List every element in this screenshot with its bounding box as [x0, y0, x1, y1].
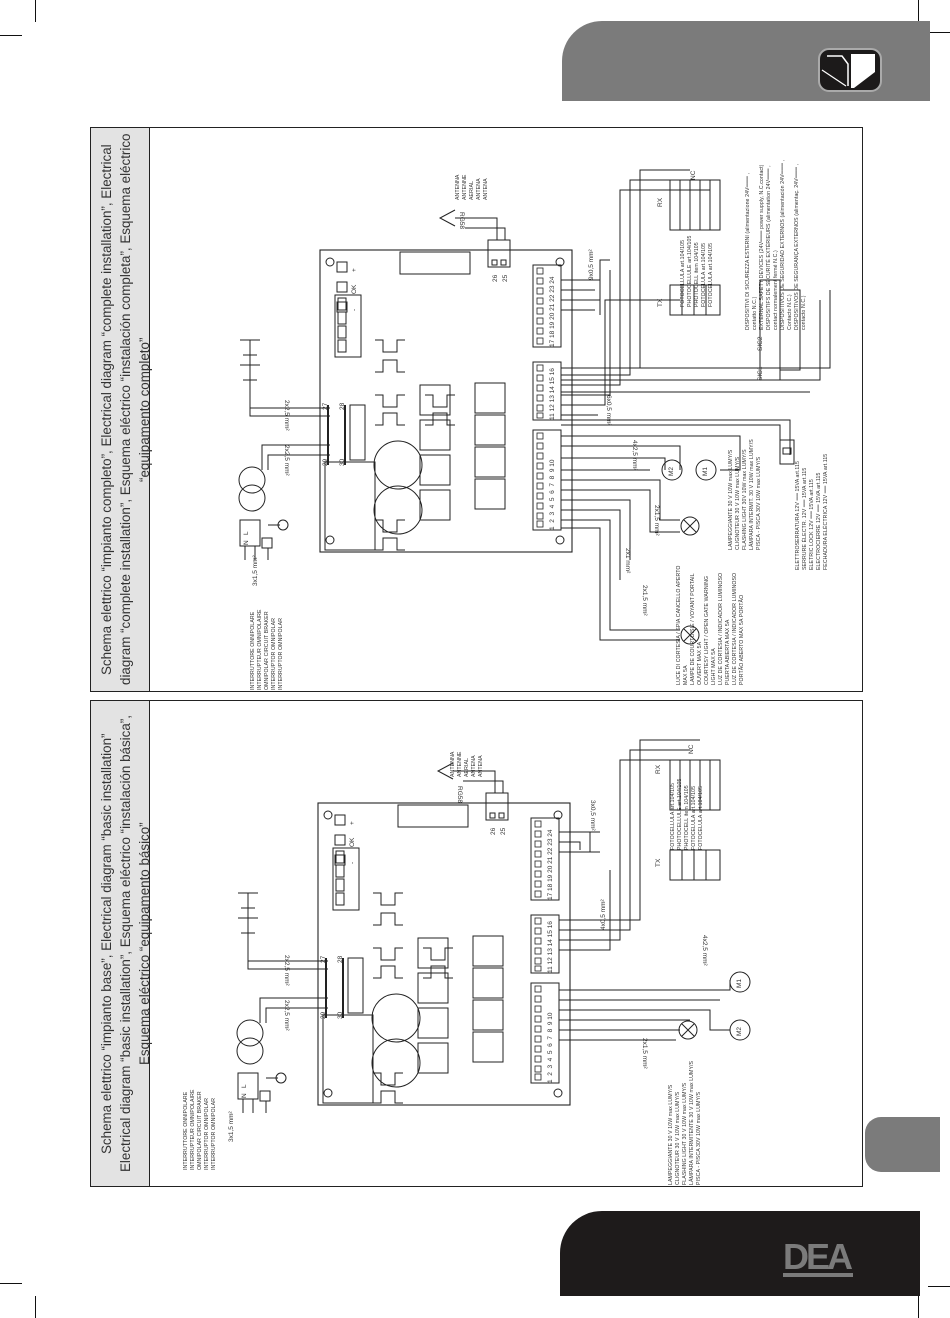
- complete-battery-cable-label: 2x2,5 mm²: [283, 400, 290, 431]
- courtesy-light-labels: LUCE DI CORTESIA / SPIA CANCELLO APERTO …: [676, 565, 745, 685]
- safety-device-labels: DISPOSITIVI DI SICUREZZA ESTERNI (alimen…: [745, 159, 807, 330]
- brand-mark-icon: [818, 48, 882, 92]
- complete-wires: [561, 169, 831, 645]
- basic-plus-button-label: +: [349, 821, 356, 825]
- basic-terminal-strip-11-16: 11 12 13 14 15 16: [547, 921, 554, 973]
- terminal-25: 25: [502, 274, 509, 282]
- terminal-28: 28: [339, 402, 346, 410]
- crop-mark: [918, 0, 919, 22]
- complete-nc-label: NC: [690, 170, 697, 180]
- plus-button-label: +: [351, 268, 358, 272]
- crop-mark: [35, 0, 36, 22]
- basic-antenna-labels: ANTENNA ANTENNE AERIAL ANTENA ANTENA: [450, 751, 484, 778]
- svg-text:DEA: DEA: [783, 1236, 853, 1277]
- complete-mains-cable-label: 3x1,5 mm²: [252, 555, 259, 586]
- basic-n-label: N: [241, 1093, 248, 1098]
- basic-terminal-26: 26: [490, 827, 497, 835]
- basic-terminal-27: 27: [320, 955, 327, 963]
- basic-rg58-label: RG58: [456, 786, 463, 803]
- basic-title-bar: Schema elettrico “impianto base”, Electr…: [91, 701, 152, 1186]
- crop-mark: [35, 1296, 36, 1318]
- complete-photocell-labels: FOTOCELLULA art.104/105 PHOTOCELLULE art…: [680, 235, 714, 307]
- basic-terminal-25: 25: [500, 827, 507, 835]
- header-banner: [562, 21, 930, 101]
- terminal-27: 27: [322, 402, 329, 410]
- basic-breaker-labels: INTERRUTTORE ONNIPOLARE INTERRUPTEUR OMN…: [183, 1089, 217, 1170]
- basic-flashing-light-labels: LAMPEGGIANTE 30 V 10W max LUMY/S CLIGNOT…: [668, 1060, 702, 1185]
- complete-l-label: L: [243, 531, 250, 535]
- cable-9x05-label: 9x0,5 mm²: [588, 249, 595, 280]
- basic-minus-button-label: -: [349, 861, 356, 864]
- crop-mark: [918, 1296, 919, 1318]
- terminal-29: 29: [322, 458, 329, 466]
- complete-n-label: N: [243, 540, 250, 545]
- cable-2x1-label: 2x1 mm²: [624, 548, 631, 574]
- basic-terminal-28: 28: [337, 955, 344, 963]
- terminal-strip-1-10: 1 2 3 4 5 6 7 8 9 10: [549, 459, 556, 530]
- basic-mains-cable-label: 3x1,5 mm²: [228, 1111, 235, 1142]
- basic-nc-label: NC: [688, 744, 695, 754]
- motor-m1-label: M1: [702, 466, 709, 476]
- cable-4x05-label: 4x0,5 mm²: [600, 899, 607, 930]
- crop-mark: [0, 1283, 22, 1284]
- cable-3x05-label: 3x0,5 mm²: [589, 800, 596, 831]
- footer-band: DEA: [560, 1211, 920, 1296]
- crop-mark: [928, 32, 950, 33]
- motor-m2-label: M2: [668, 466, 675, 476]
- sic2-label: SIC2: [757, 336, 764, 351]
- basic-cable-2x15-label: 2x1,5 mm²: [641, 1038, 648, 1069]
- complete-transformer-cable-label: 2x2,5 mm²: [283, 445, 290, 476]
- terminal-strip-17-24: 17 18 19 20 21 22 23 24: [549, 276, 556, 347]
- cable-6x05-label: 6x0,5 mm²: [605, 395, 612, 426]
- complete-tx-label: TX: [657, 298, 664, 307]
- basic-transformer-cable-label: 2x2,5 mm²: [283, 1000, 290, 1031]
- complete-antenna-labels: ANTENNA ANTENNE AERIAL ANTENA ANTENA: [455, 174, 489, 201]
- ok-button-label: OK: [351, 284, 358, 294]
- terminal-strip-11-16: 11 12 13 14 15 16: [549, 368, 556, 420]
- basic-terminal-30: 30: [337, 1011, 344, 1019]
- basic-motor-m1-label: M1: [736, 978, 743, 988]
- complete-breaker-labels: INTERRUTTORE ONNIPOLARE INTERRUPTEUR OMN…: [250, 609, 284, 690]
- crop-mark: [928, 1286, 950, 1287]
- sic1-label: SIC1: [757, 366, 764, 381]
- complete-flashing-light-labels: LAMPEGGIANTE 30 V 10W max LUMY/S CLIGNOT…: [728, 439, 762, 550]
- basic-tx-label: TX: [655, 858, 662, 867]
- minus-button-label: -: [351, 308, 358, 311]
- basic-rx-label: RX: [655, 764, 662, 774]
- complete-rx-label: RX: [657, 197, 664, 207]
- cable-4x25-label: 4x2,5 mm²: [631, 440, 638, 471]
- basic-terminal-strip-17-24: 17 18 19 20 21 22 23 24: [547, 829, 554, 900]
- basic-photocell-labels: FOTOCELLULA art.104/105 PHOTOCELLULE art…: [670, 778, 704, 850]
- terminal-26: 26: [492, 274, 499, 282]
- basic-l-label: L: [241, 1084, 248, 1088]
- basic-battery-cable-label: 2x2,5 mm²: [283, 955, 290, 986]
- cable-2x15-motor-label: 2x1,5 mm²: [653, 505, 660, 536]
- complete-rg58-label: RG58: [458, 212, 465, 229]
- terminal-30: 30: [339, 458, 346, 466]
- complete-diagram-panel: Schema elettrico “impianto completo”, El…: [90, 127, 863, 692]
- crop-mark: [0, 35, 22, 36]
- electric-lock-labels: ELETTROSERRATURA 12V ══ 15VA art.115 SER…: [795, 453, 829, 570]
- basic-cable-4x25-label: 4x2,5 mm²: [701, 935, 708, 966]
- dea-logo: DEA: [783, 1236, 853, 1277]
- basic-ok-button-label: OK: [349, 837, 356, 847]
- basic-motor-m2-label: M2: [736, 1026, 743, 1036]
- complete-title-bar: Schema elettrico “impianto completo”, El…: [91, 128, 152, 691]
- basic-terminal-strip-1-10: 1 2 3 4 5 6 7 8 9 10: [547, 1012, 554, 1083]
- cable-2x15-courtesy-label: 2x1,5 mm²: [641, 585, 648, 616]
- basic-terminal-29: 29: [320, 1011, 327, 1019]
- basic-wires: [559, 739, 751, 1041]
- page-tab: [865, 1117, 940, 1172]
